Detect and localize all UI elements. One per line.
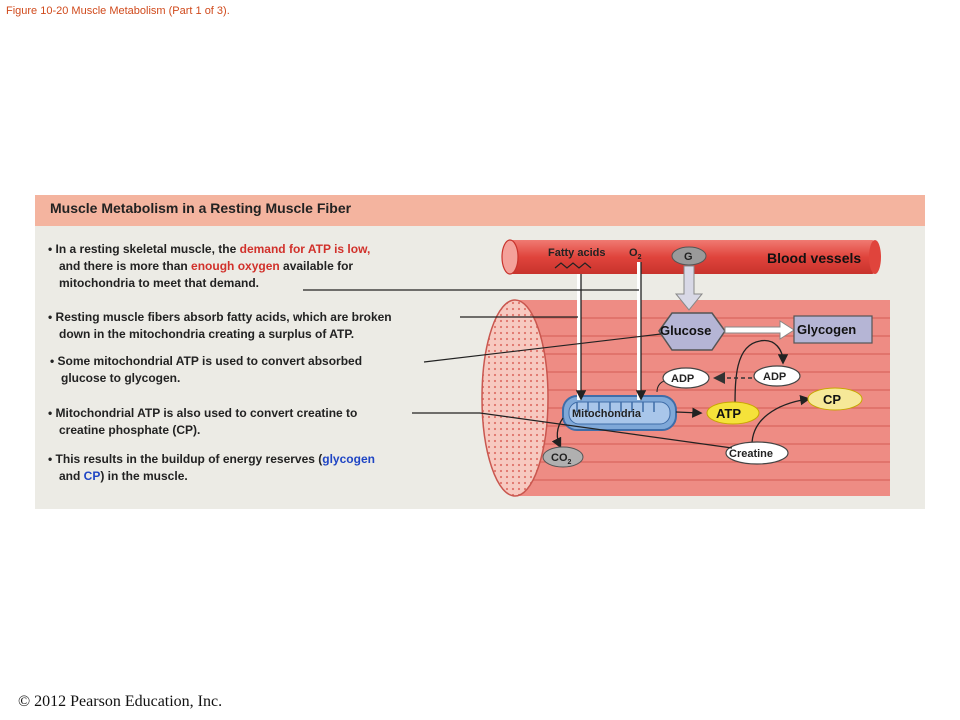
adp-right-oval	[753, 365, 801, 387]
label-mitochondria: Mitochondria	[572, 408, 642, 420]
label-co2: CO2	[551, 452, 572, 466]
label-blood-vessels: Blood vessels	[767, 250, 861, 266]
adp-left-oval	[662, 367, 710, 389]
label-fatty-acids: Fatty acids	[548, 247, 605, 259]
label-o2: O2	[629, 247, 642, 261]
glucose-uptake-arrow	[674, 265, 704, 311]
leader-lines	[303, 289, 733, 449]
panel-title: Muscle Metabolism in a Resting Muscle Fi…	[50, 200, 352, 216]
co2-oval	[542, 446, 584, 468]
g-oval	[671, 246, 707, 266]
glycogen-box	[793, 315, 873, 344]
bullet-demand-atp: • In a resting skeletal muscle, the dema…	[48, 242, 371, 290]
label-glucose: Glucose	[660, 323, 711, 338]
bullet-fatty-acids: • Resting muscle fibers absorb fatty aci…	[48, 310, 392, 341]
label-g: G	[684, 251, 693, 263]
cp-oval	[807, 387, 863, 411]
bullet-creatine: • Mitochondrial ATP is also used to conv…	[48, 406, 358, 437]
mitochondria	[562, 395, 677, 431]
label-adp-left: ADP	[671, 373, 694, 385]
atp-oval	[706, 401, 760, 425]
glucose-to-glycogen-arrow	[724, 320, 795, 340]
label-creatine: Creatine	[729, 448, 773, 460]
bullet-glucose-glycogen: • Some mitochondrial ATP is used to conv…	[50, 354, 363, 385]
creatine-oval	[725, 441, 789, 465]
copyright-notice: © 2012 Pearson Education, Inc.	[18, 693, 223, 710]
panel-header-band	[35, 195, 925, 226]
bullet-energy-reserves: • This results in the buildup of energy …	[48, 452, 375, 483]
label-cp: CP	[823, 392, 841, 407]
label-adp-right: ADP	[763, 371, 786, 383]
label-glycogen: Glycogen	[797, 322, 856, 337]
figure-caption: Figure 10-20 Muscle Metabolism (Part 1 o…	[6, 5, 230, 17]
label-atp: ATP	[716, 406, 741, 421]
